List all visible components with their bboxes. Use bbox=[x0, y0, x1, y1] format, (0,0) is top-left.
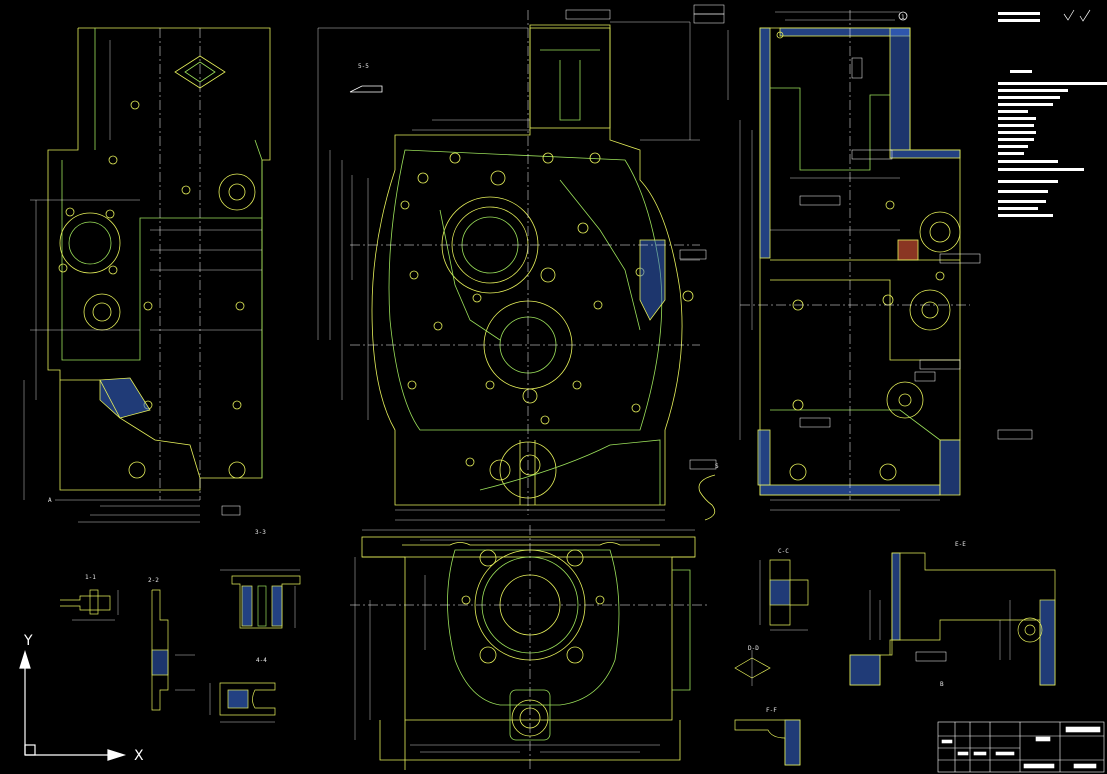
section-detail-1[interactable] bbox=[60, 589, 119, 621]
circle-label-1: 1 bbox=[901, 14, 905, 21]
ucs-y-label: Y bbox=[23, 633, 33, 649]
section-detail-2[interactable] bbox=[151, 589, 195, 711]
section-label-5: 5-5 bbox=[358, 63, 369, 70]
view-label-s: S bbox=[715, 463, 719, 470]
view-label-a: A bbox=[48, 497, 52, 504]
section-detail-7[interactable] bbox=[734, 650, 771, 686]
roughness-symbol bbox=[1063, 9, 1091, 22]
left-elevation-view[interactable] bbox=[23, 27, 271, 523]
section-label-3: 3-3 bbox=[255, 529, 266, 536]
section-detail-8[interactable] bbox=[734, 719, 801, 766]
view-label-b: B bbox=[940, 681, 944, 688]
ucs-icon bbox=[19, 649, 127, 761]
section-detail-4[interactable] bbox=[209, 682, 276, 723]
feature-control-frames bbox=[221, 4, 1033, 662]
technical-notes-block bbox=[998, 12, 1107, 217]
ucs-x-label: X bbox=[134, 748, 144, 764]
section-label-4: 4-4 bbox=[256, 657, 267, 664]
section-detail-3[interactable] bbox=[220, 569, 301, 629]
section-label-dd: D-D bbox=[748, 645, 759, 652]
section-detail-6[interactable] bbox=[759, 559, 809, 631]
right-section-view[interactable] bbox=[727, 10, 970, 511]
section-label-cc: C-C bbox=[778, 548, 789, 555]
section-label-1: 1-1 bbox=[85, 574, 96, 581]
section-label-ee: E-E bbox=[955, 541, 966, 548]
section-detail-9[interactable] bbox=[849, 552, 1056, 686]
bottom-plan-view[interactable] bbox=[350, 525, 710, 770]
main-front-view[interactable] bbox=[317, 10, 716, 521]
section-label-ff: F-F bbox=[766, 707, 777, 714]
title-block bbox=[937, 721, 1105, 773]
section-label-2: 2-2 bbox=[148, 577, 159, 584]
